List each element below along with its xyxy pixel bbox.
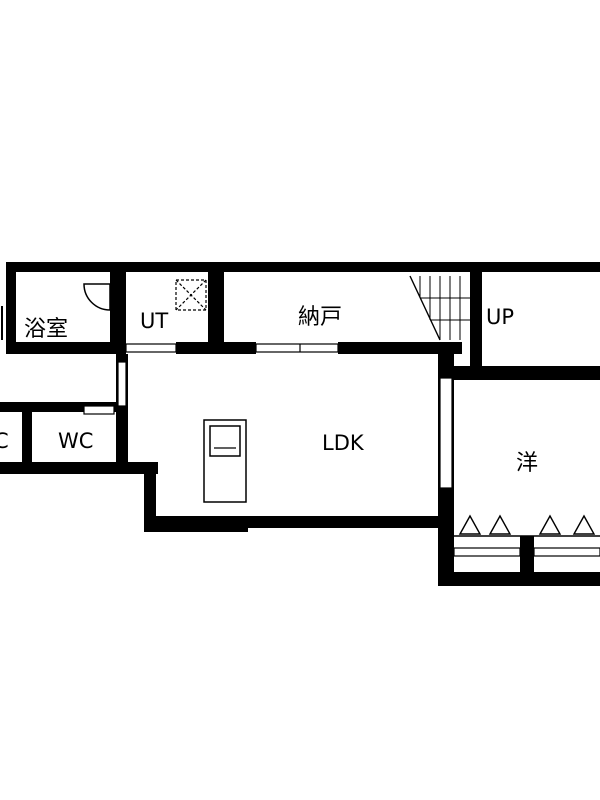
hall-opening — [117, 361, 127, 407]
label-wc: WC — [58, 429, 93, 453]
wc-top-wall — [0, 402, 128, 412]
wc-opening — [83, 405, 115, 415]
staircase — [409, 275, 470, 341]
washer-pan — [175, 279, 207, 311]
label-stairs: UP — [486, 305, 514, 329]
fixtures — [1, 275, 600, 557]
bath-bottom-wall — [6, 342, 120, 354]
kitchen-appliance-top — [209, 425, 241, 457]
stair-right-wall — [470, 342, 482, 366]
western-door — [439, 377, 453, 489]
kitchen-appliance — [203, 419, 247, 503]
label-wc-left: C — [0, 429, 9, 453]
closet-doors — [453, 514, 600, 557]
western-bottom-wall — [438, 572, 600, 586]
label-ut: UT — [140, 309, 168, 333]
bath-door-swing — [83, 283, 111, 311]
left-wall — [6, 262, 16, 354]
room-labels: 浴室 UT 納戸 UP C WC LDK 洋 — [0, 305, 538, 476]
kitchen-bottom-wall — [144, 516, 248, 532]
label-bath: 浴室 — [24, 317, 68, 342]
ldk-bottom-wall — [236, 516, 446, 528]
ut-window — [125, 343, 177, 353]
storage-stair-wall — [470, 272, 482, 342]
label-ldk: LDK — [322, 431, 365, 455]
wc-partition — [22, 412, 32, 464]
label-western: 洋 — [516, 451, 538, 476]
top-wall — [6, 262, 600, 272]
label-storage: 納戸 — [298, 305, 342, 330]
closet-divider — [520, 536, 534, 576]
kitchen-left-wall — [144, 462, 156, 532]
storage-bottom-wall-2 — [338, 342, 462, 354]
wc-bottom-wall — [0, 462, 140, 474]
storage-bottom-wall — [176, 342, 256, 354]
western-top-wall — [454, 366, 600, 380]
bath-ut-wall — [110, 262, 126, 354]
storage-window — [255, 343, 339, 353]
ut-storage-wall — [208, 262, 224, 354]
